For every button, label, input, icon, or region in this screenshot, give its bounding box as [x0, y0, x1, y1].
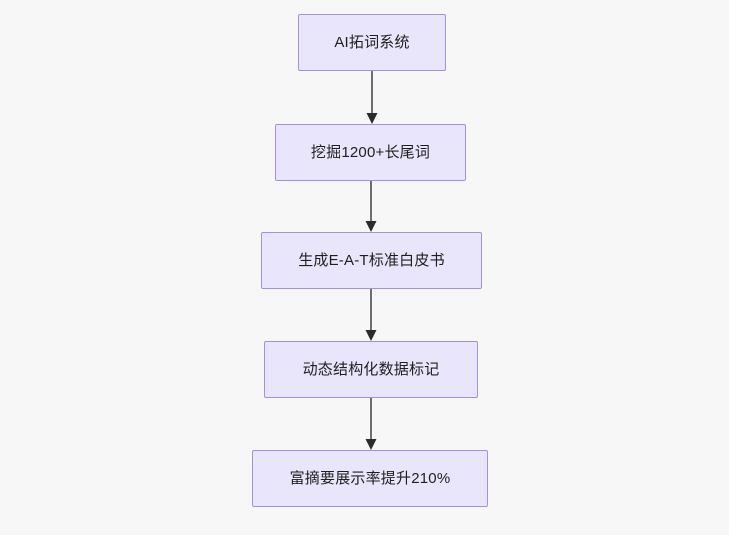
- edge-n1-n2: [366, 71, 378, 124]
- node-label: 挖掘1200+长尾词: [310, 143, 431, 161]
- edge-n3-n4: [365, 289, 377, 341]
- node-label: AI拓词系统: [334, 33, 410, 51]
- edge-n2-n3: [365, 181, 377, 232]
- arrowhead-icon-n4-n5: [365, 439, 377, 450]
- flowchart-node-ai-keyword-system[interactable]: AI拓词系统: [298, 14, 446, 71]
- flowchart-node-rich-snippet-impression-lift[interactable]: 富摘要展示率提升210%: [252, 450, 488, 507]
- flowchart-node-mine-longtail-keywords[interactable]: 挖掘1200+长尾词: [275, 124, 466, 181]
- edge-n4-n5: [365, 398, 377, 450]
- node-label: 动态结构化数据标记: [302, 360, 440, 378]
- arrowhead-icon-n2-n3: [365, 221, 377, 232]
- node-label: 生成E-A-T标准白皮书: [298, 251, 445, 269]
- flowchart-node-generate-eat-whitepaper[interactable]: 生成E-A-T标准白皮书: [261, 232, 482, 289]
- arrowhead-icon-n1-n2: [366, 113, 378, 124]
- arrowhead-icon-n3-n4: [365, 330, 377, 341]
- node-label: 富摘要展示率提升210%: [289, 469, 451, 487]
- flowchart-node-dynamic-structured-data-markup[interactable]: 动态结构化数据标记: [264, 341, 478, 398]
